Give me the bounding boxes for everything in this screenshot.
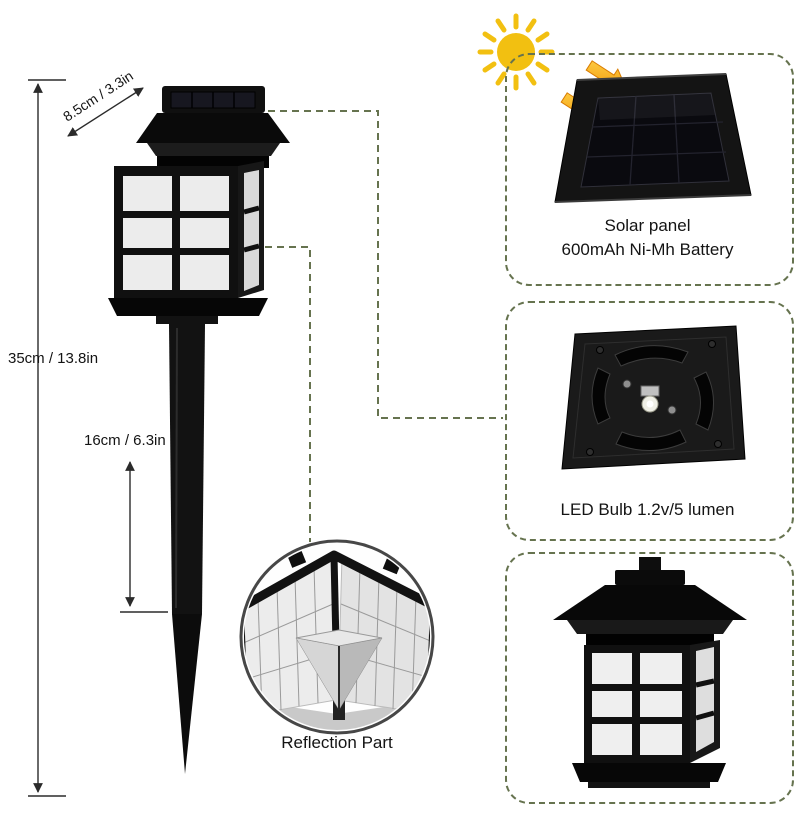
solar-panel-image <box>554 73 752 203</box>
stake-height-dimension-label: 16cm / 6.3in <box>84 432 166 449</box>
led-bulb-caption: LED Bulb 1.2v/5 lumen <box>560 500 735 519</box>
dimension-lines <box>28 79 168 797</box>
solar-panel-subtitle: 600mAh Ni-Mh Battery <box>561 239 734 259</box>
connector-to-led-box <box>244 110 503 419</box>
led-module-image <box>561 325 746 470</box>
pathway-light-illustration <box>108 86 290 774</box>
solar-panel-caption: Solar panel 600mAh Ni-Mh Battery <box>505 214 790 262</box>
reflection-zoom-circle <box>239 539 435 735</box>
solar-panel-callout-box <box>505 53 794 286</box>
total-height-dimension-label: 35cm / 13.8in <box>8 350 99 367</box>
solar-panel-title: Solar panel <box>604 216 691 235</box>
width-dimension-line <box>67 87 144 137</box>
reflection-part-caption: Reflection Part <box>281 733 393 752</box>
lantern-head-image <box>553 557 747 788</box>
lantern-head-callout-box <box>505 552 794 804</box>
led-bulb-callout-box <box>505 301 794 541</box>
